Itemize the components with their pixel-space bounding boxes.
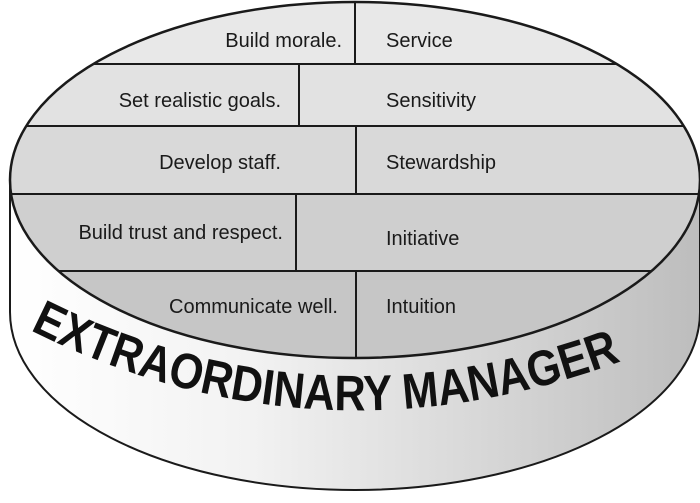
left-label-3: Develop staff. bbox=[159, 152, 281, 174]
left-label-4: Build trust and respect. bbox=[78, 222, 283, 244]
right-label-1: Service bbox=[386, 30, 453, 52]
left-label-5: Communicate well. bbox=[169, 296, 338, 318]
left-label-1: Build morale. bbox=[225, 30, 342, 52]
disc-top-outline bbox=[8, 0, 700, 360]
row-band-3 bbox=[10, 126, 700, 194]
left-label-2: Set realistic goals. bbox=[119, 90, 281, 112]
row-band-1 bbox=[10, 2, 700, 64]
row-band-4 bbox=[10, 194, 700, 271]
right-label-3: Stewardship bbox=[386, 152, 496, 174]
right-label-4: Initiative bbox=[386, 228, 459, 250]
right-label-2: Sensitivity bbox=[386, 90, 476, 112]
row-band-2 bbox=[10, 64, 700, 126]
right-label-5: Intuition bbox=[386, 296, 456, 318]
